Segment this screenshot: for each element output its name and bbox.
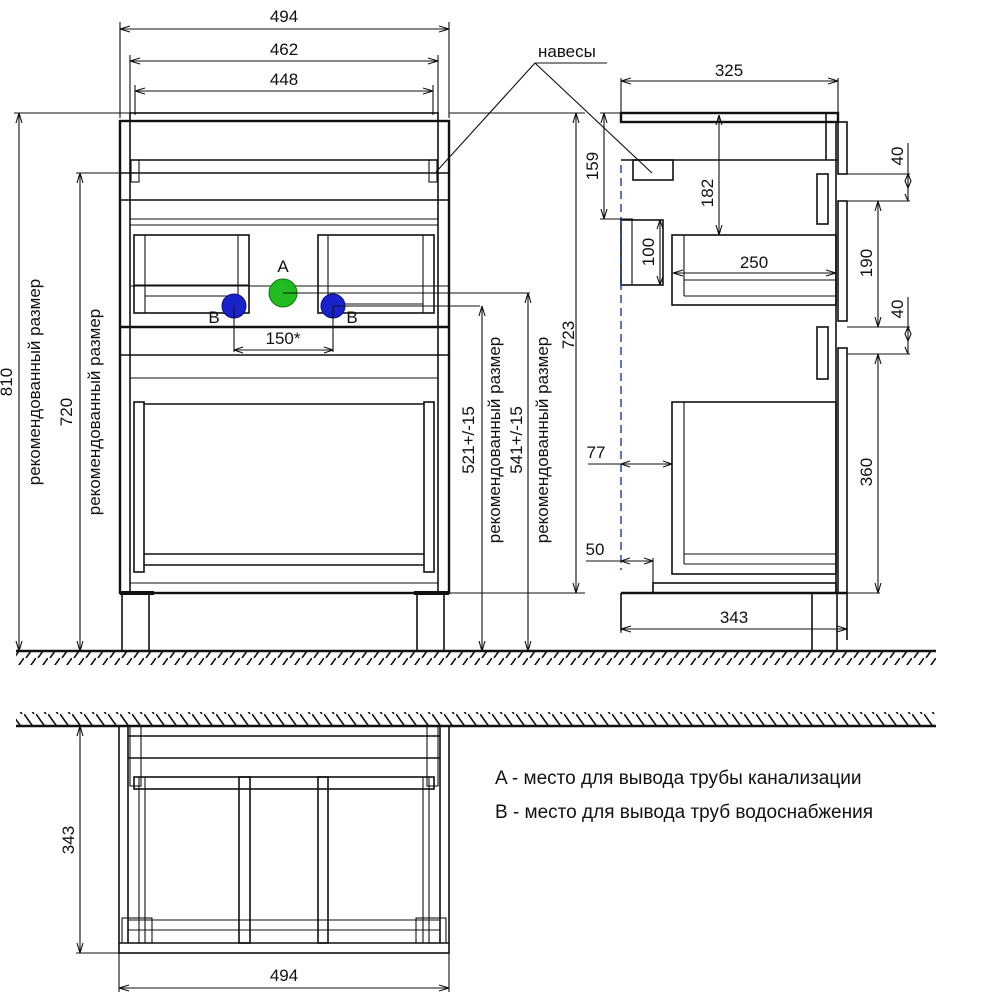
front-view: 494 462 448: [0, 7, 585, 652]
pipe-b-right-label: B: [346, 308, 357, 327]
dim-40-bottom-label: 40: [888, 300, 907, 319]
dim-720: 720 рекомендованный размер: [57, 172, 104, 652]
dim-40-bottom: 40: [888, 300, 912, 355]
pipe-a-label: A: [277, 257, 289, 276]
dim-723: 723: [559, 112, 580, 594]
side-view: 325: [583, 61, 912, 652]
dim-448: 448: [134, 70, 434, 95]
handle-lower: [816, 326, 829, 380]
leg-left: [121, 592, 150, 652]
hinges-callout: навесы: [435, 42, 653, 174]
dim-810: 810 рекомендованный размер: [0, 112, 44, 652]
dim-100: 100: [639, 219, 664, 286]
recommended-label-521: рекомендованный размер: [485, 337, 504, 544]
pipe-b-left-label: B: [208, 308, 219, 327]
dim-150: 150*: [233, 329, 334, 354]
dim-190-label: 190: [857, 249, 876, 277]
dim-50-label: 50: [586, 540, 605, 559]
side-leg: [811, 592, 838, 652]
dim-462: 462: [129, 40, 439, 65]
dim-521: 521+/-15 рекомендованный размер: [459, 305, 504, 652]
dim-77-label: 77: [587, 443, 606, 462]
legend-a-text: A - место для вывода трубы канализации: [495, 768, 861, 789]
dim-521-label: 521+/-15: [459, 406, 478, 474]
dim-250: 250: [672, 253, 837, 277]
dim-343-top-label: 343: [59, 826, 78, 854]
dim-494-top: 494: [119, 7, 450, 33]
handle-upper: [816, 173, 829, 225]
legend: A - место для вывода трубы канализации B…: [495, 768, 873, 823]
dim-40-top: 40: [888, 147, 912, 202]
dim-150-label: 150*: [266, 329, 301, 348]
dim-250-label: 250: [740, 253, 768, 272]
dim-723-label: 723: [559, 321, 578, 349]
recommended-label-720: рекомендованный размер: [85, 309, 104, 516]
dim-100-label: 100: [639, 238, 658, 266]
wall-line-top-view: [16, 712, 936, 728]
dim-343-side: 343: [620, 593, 848, 633]
dim-494-label: 494: [270, 7, 298, 26]
dim-50: 50: [586, 540, 654, 593]
dim-810-label: 810: [0, 368, 16, 396]
dim-494-bottom: 494: [118, 953, 450, 992]
dim-40-top-label: 40: [888, 147, 907, 166]
dim-182: 182: [698, 114, 723, 236]
dim-448-label: 448: [270, 70, 298, 89]
recommended-label-810: рекомендованный размер: [25, 279, 44, 486]
leg-right: [416, 592, 445, 652]
dim-541: 541+/-15 рекомендованный размер: [507, 292, 552, 652]
floor-line: [16, 649, 936, 665]
top-view: 343 494: [59, 725, 450, 992]
dim-159-label: 159: [583, 152, 602, 180]
dim-462-label: 462: [270, 40, 298, 59]
dim-325: 325: [620, 61, 839, 85]
dim-182-label: 182: [698, 179, 717, 207]
dim-360-label: 360: [857, 458, 876, 486]
dim-343-top: 343: [59, 725, 119, 954]
dim-360: 360: [857, 353, 882, 594]
dim-190: 190: [857, 200, 882, 328]
hinges-label: навесы: [538, 42, 596, 61]
dim-494-bottom-label: 494: [270, 966, 298, 985]
dim-159: 159: [583, 112, 633, 220]
dim-77: 77: [587, 443, 673, 468]
dim-343-side-label: 343: [720, 608, 748, 627]
dim-720-label: 720: [57, 398, 76, 426]
dim-541-label: 541+/-15: [507, 406, 526, 474]
dim-325-label: 325: [715, 61, 743, 80]
legend-b-text: B - место для вывода труб водоснабжения: [495, 802, 873, 823]
recommended-label-541: рекомендованный размер: [533, 337, 552, 544]
